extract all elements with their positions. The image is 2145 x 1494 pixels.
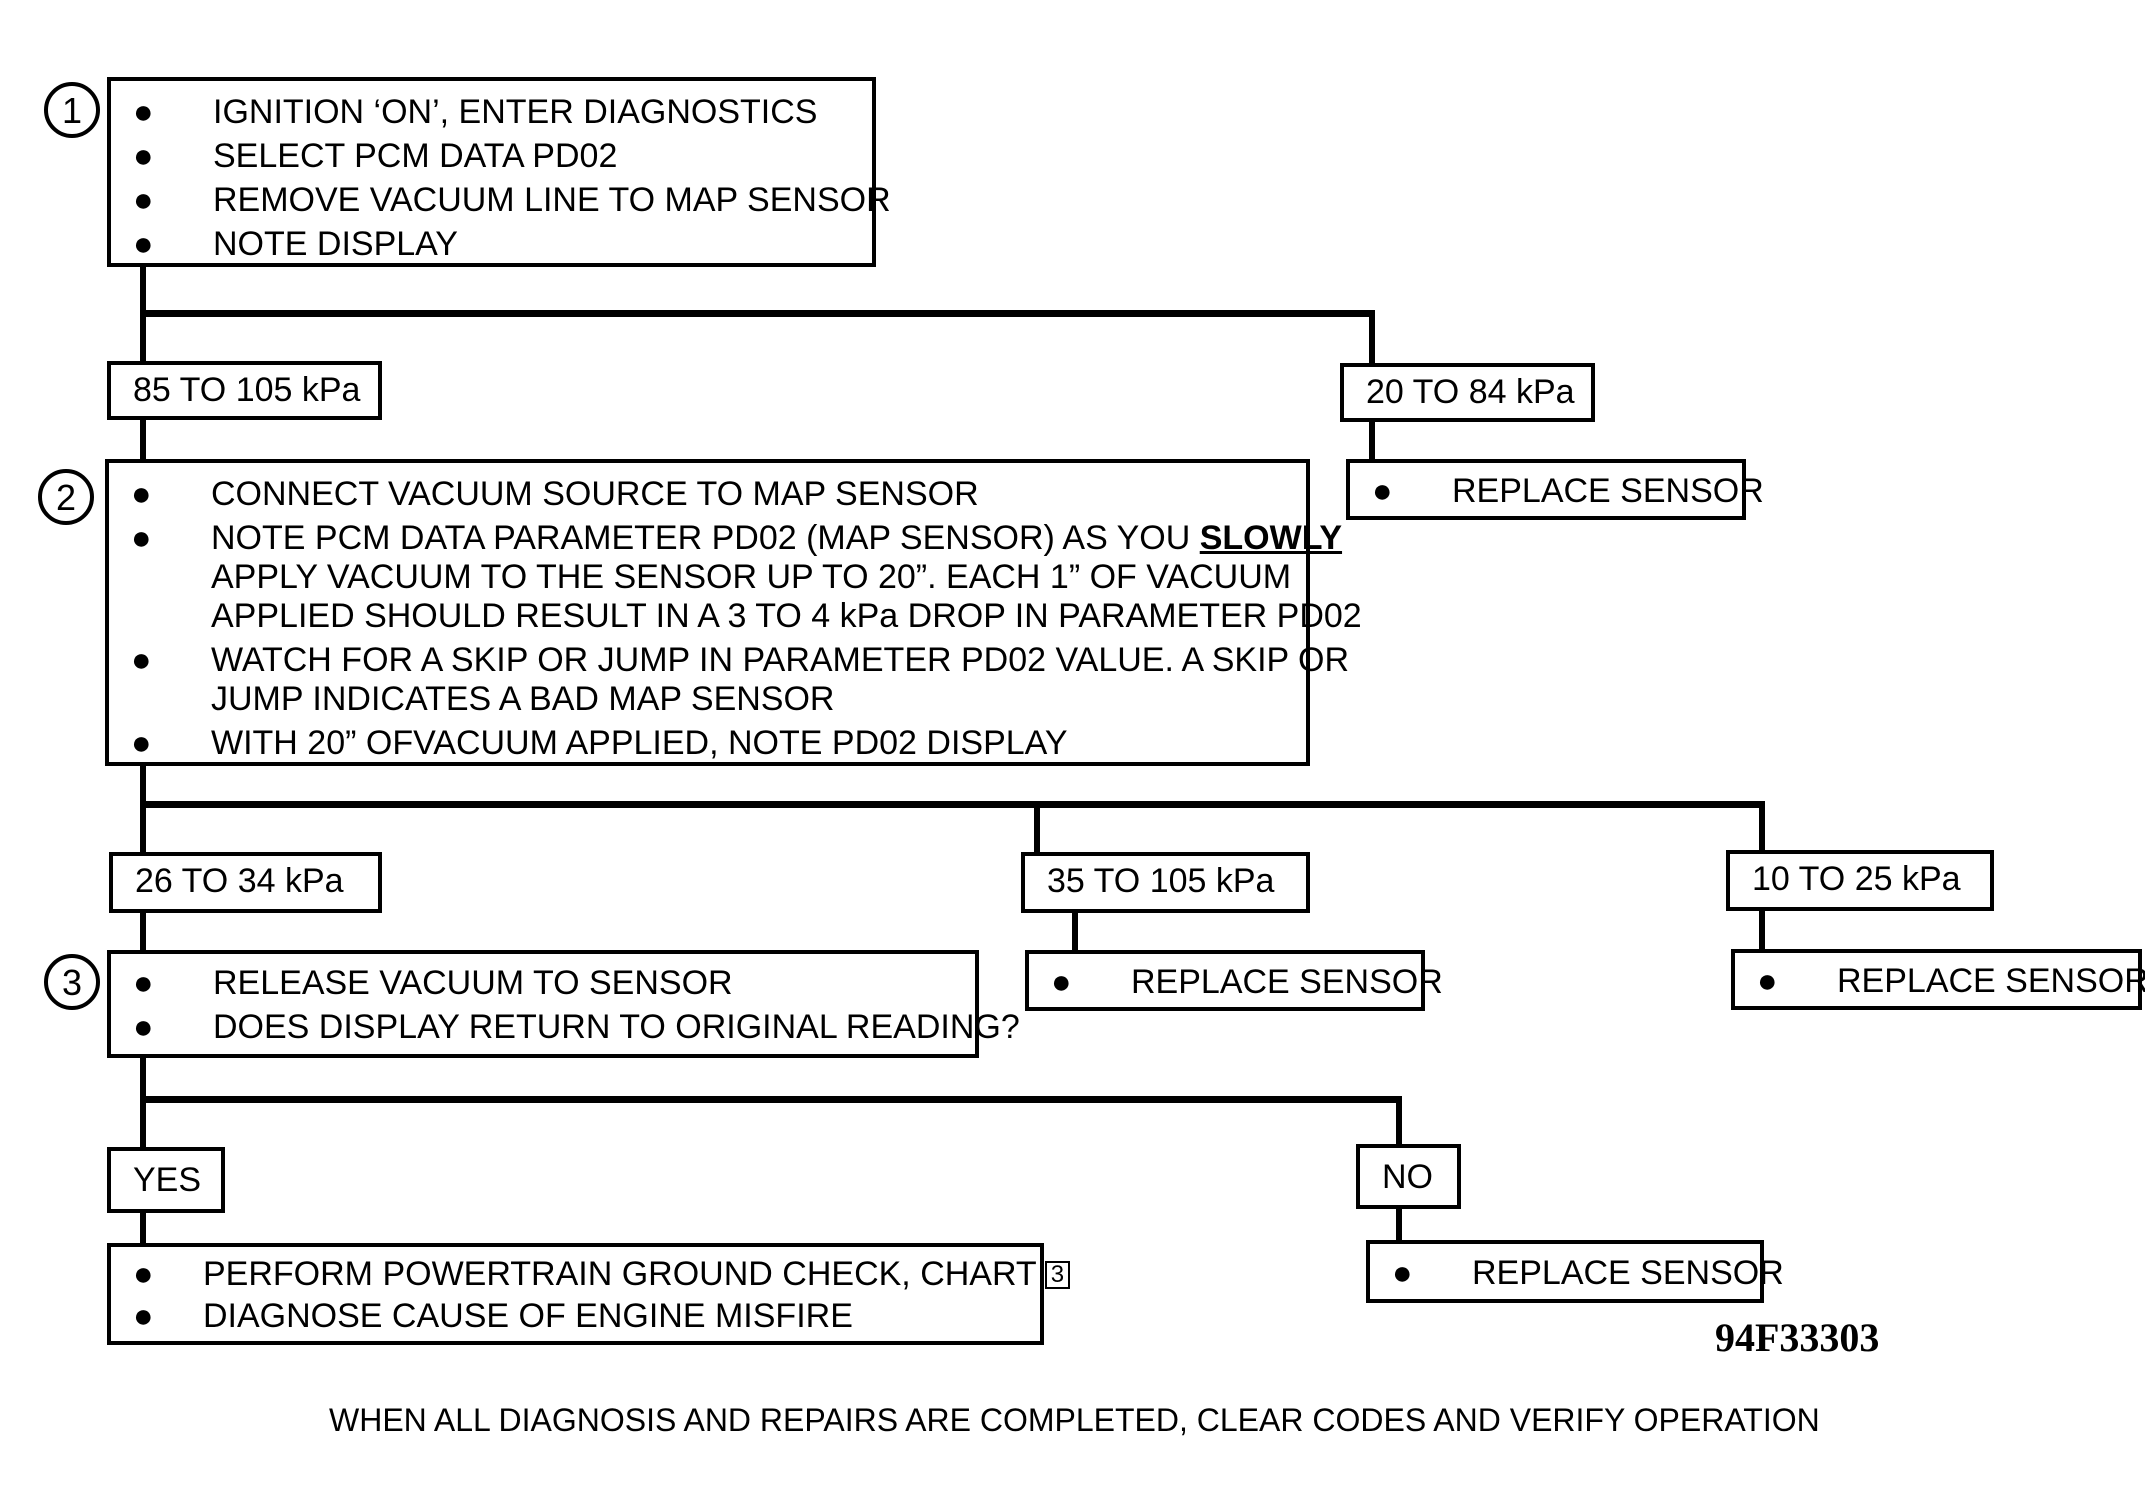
- connector-line: [140, 310, 1375, 317]
- bullet-icon: ●: [131, 641, 152, 679]
- footer-note: WHEN ALL DIAGNOSIS AND REPAIRS ARE COMPL…: [329, 1402, 1820, 1438]
- connector-line: [1369, 417, 1375, 463]
- bullet-icon: ●: [133, 1297, 154, 1335]
- connector-line: [140, 909, 146, 955]
- step-2-marker: 2: [38, 469, 94, 525]
- bullet-icon: ●: [133, 137, 154, 175]
- bullet-icon: ●: [133, 225, 154, 263]
- connector-line: [140, 1096, 1402, 1103]
- step-3-marker: 3: [44, 954, 100, 1010]
- bullet-icon: ●: [131, 475, 152, 513]
- no-label: NO: [1356, 1144, 1461, 1209]
- range-label: 20 TO 84 kPa: [1340, 363, 1595, 422]
- connector-line: [1759, 801, 1765, 855]
- step-1-box: ●IGNITION ‘ON’, ENTER DIAGNOSTICS ●SELEC…: [107, 77, 891, 267]
- range-label: 35 TO 105 kPa: [1021, 852, 1310, 913]
- connector-line: [140, 1210, 146, 1249]
- connector-line: [140, 417, 146, 461]
- step-1-marker: 1: [44, 82, 100, 138]
- bullet-icon: ●: [131, 519, 152, 557]
- connector-line: [1369, 310, 1375, 368]
- bullet-icon: ●: [133, 964, 154, 1002]
- bullet-icon: ●: [133, 93, 154, 131]
- connector-line: [1396, 1206, 1402, 1246]
- bullet-icon: ●: [131, 724, 152, 762]
- connector-line: [140, 801, 1765, 808]
- replace-sensor-box: ●REPLACE SENSOR: [1731, 949, 2145, 1010]
- bullet-icon: ●: [1757, 962, 1778, 1000]
- figure-id: 94F33303: [1715, 1315, 1880, 1360]
- bullet-icon: ●: [1392, 1254, 1413, 1292]
- bullet-icon: ●: [133, 181, 154, 219]
- bullet-icon: ●: [133, 1008, 154, 1046]
- replace-sensor-box: ●REPLACE SENSOR: [1366, 1240, 1784, 1303]
- bullet-icon: ●: [1051, 963, 1072, 1001]
- bullet-icon: ●: [133, 1255, 154, 1293]
- chart-reference-icon: 3: [1044, 1261, 1071, 1289]
- connector-line: [1072, 909, 1078, 959]
- connector-line: [1759, 907, 1765, 956]
- bullet-icon: ●: [1372, 472, 1393, 510]
- emphasis-text: SLOWLY: [1199, 519, 1343, 557]
- range-label: 85 TO 105 kPa: [107, 361, 382, 420]
- connector-line: [1396, 1096, 1402, 1146]
- step-3-box: ●RELEASE VACUUM TO SENSOR ●DOES DISPLAY …: [107, 950, 1020, 1058]
- replace-sensor-box: ●REPLACE SENSOR: [1025, 950, 1443, 1011]
- range-label: 26 TO 34 kPa: [109, 852, 382, 913]
- range-label: 10 TO 25 kPa: [1726, 850, 1994, 911]
- connector-line: [140, 761, 146, 861]
- replace-sensor-box: ●REPLACE SENSOR: [1346, 459, 1764, 520]
- step-2-box: ●CONNECT VACUUM SOURCE TO MAP SENSOR ●NO…: [105, 459, 1362, 766]
- yes-label: YES: [107, 1147, 225, 1213]
- connector-line: [140, 1055, 146, 1151]
- connector-line: [1034, 801, 1040, 857]
